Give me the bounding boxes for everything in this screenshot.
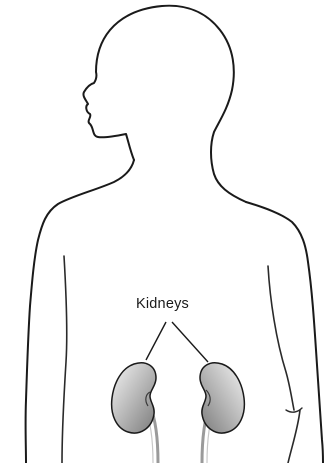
right-torso-outline — [268, 266, 294, 410]
left-kidney — [112, 363, 156, 433]
left-torso-outline — [62, 256, 67, 463]
label-leader-line-left — [146, 322, 166, 360]
kidneys-label: Kidneys — [136, 296, 216, 312]
right-shoulder-outline — [246, 202, 323, 463]
right-torso-lower-outline — [288, 410, 300, 463]
right-kidney — [200, 363, 244, 433]
head-outline — [83, 6, 246, 202]
label-leader-line-right — [172, 322, 208, 362]
